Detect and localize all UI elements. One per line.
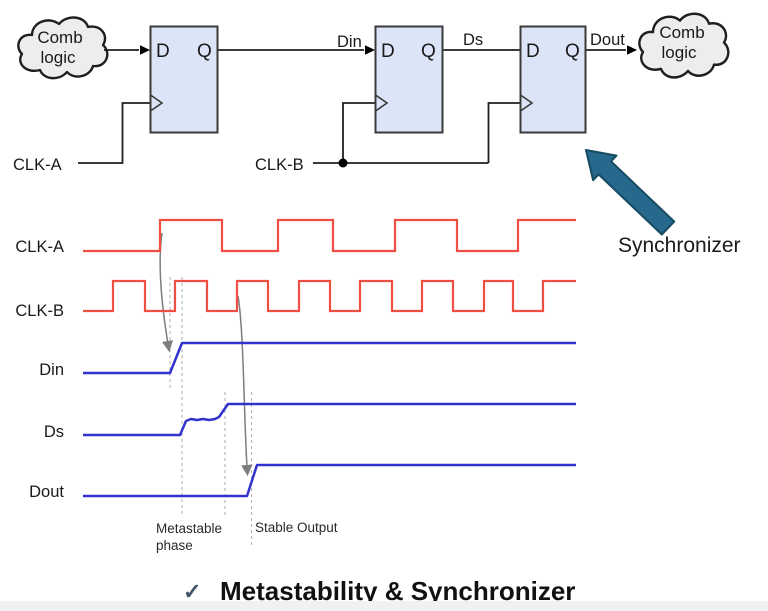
guide-lines bbox=[169, 277, 253, 548]
waveform-clk-a bbox=[83, 218, 576, 253]
arrowhead-into-ff1-icon bbox=[140, 45, 150, 55]
arrowhead-into-ff2-icon bbox=[365, 45, 375, 55]
net-label-dout: Dout bbox=[590, 31, 625, 49]
timing-row-label-dout: Dout bbox=[29, 483, 64, 501]
wire-clk-a bbox=[78, 102, 150, 164]
cloud-left-line2: logic bbox=[41, 48, 76, 67]
clk-b-source-label: CLK-B bbox=[255, 156, 304, 174]
net-label-din: Din bbox=[337, 33, 362, 51]
annotation-stable-output: Stable Output bbox=[255, 520, 338, 535]
waveform-dout bbox=[83, 463, 576, 498]
cloud-right-line1: Comb bbox=[659, 23, 704, 42]
clk-a-source-label: CLK-A bbox=[13, 156, 62, 174]
flip-flop-1: D Q bbox=[149, 25, 219, 134]
cloud-right-line2: logic bbox=[662, 43, 697, 62]
arrowhead-into-cloud-icon bbox=[627, 45, 637, 55]
timing-row-label-clk-a: CLK-A bbox=[15, 238, 64, 256]
ff1-q-label: Q bbox=[197, 41, 212, 62]
timing-row-label-clk-b: CLK-B bbox=[15, 302, 64, 320]
net-label-ds: Ds bbox=[463, 31, 483, 49]
wire-clk-b-to-ff3 bbox=[487, 102, 520, 163]
clock-triangle-icon bbox=[375, 94, 389, 112]
flip-flop-body bbox=[149, 25, 219, 134]
ff2-q-label: Q bbox=[421, 41, 436, 62]
annotation-metastable: Metastable bbox=[156, 521, 222, 536]
cloud-shape-icon bbox=[17, 16, 109, 80]
junction-dot bbox=[338, 158, 348, 168]
timing-diagram: CLK-A CLK-B Din Ds Dout Metastable phase… bbox=[15, 218, 576, 553]
circuit-schematic: Comb logic Comb logic D Q bbox=[13, 12, 741, 257]
ff3-d-label: D bbox=[526, 41, 540, 62]
waveform-clk-b bbox=[83, 279, 576, 313]
waveform-ds bbox=[83, 402, 576, 437]
ff2-d-label: D bbox=[381, 41, 395, 62]
causality-arrow-clka-to-din bbox=[159, 232, 174, 353]
comb-logic-cloud-right: Comb logic bbox=[638, 12, 730, 79]
clock-triangle-icon bbox=[150, 94, 164, 112]
wire-clk-b-to-ff2 bbox=[342, 102, 375, 163]
timing-row-label-ds: Ds bbox=[44, 423, 64, 441]
cloud-shape-icon bbox=[638, 12, 730, 79]
wires bbox=[78, 49, 626, 164]
timing-row-label-din: Din bbox=[39, 361, 64, 379]
synchronizer-label: Synchronizer bbox=[618, 234, 741, 257]
clock-triangle-icon bbox=[520, 94, 534, 112]
caption-checkmark-icon: ✓ bbox=[183, 579, 201, 604]
flip-flop-2: D Q bbox=[374, 25, 444, 134]
comb-logic-cloud-left: Comb logic bbox=[17, 16, 109, 80]
flip-flop-3: D Q bbox=[519, 25, 587, 134]
cloud-left-line1: Comb bbox=[37, 28, 82, 47]
annotation-phase: phase bbox=[156, 538, 193, 553]
waveform-din bbox=[83, 341, 576, 375]
synchronizer-arrow-icon bbox=[585, 149, 676, 236]
ff1-d-label: D bbox=[156, 41, 170, 62]
footer-strip bbox=[0, 601, 768, 611]
ff3-q-label: Q bbox=[565, 41, 580, 62]
flip-flop-body bbox=[374, 25, 444, 134]
causality-arrow-clkb-to-dout bbox=[237, 295, 253, 477]
flip-flop-body bbox=[519, 25, 587, 134]
